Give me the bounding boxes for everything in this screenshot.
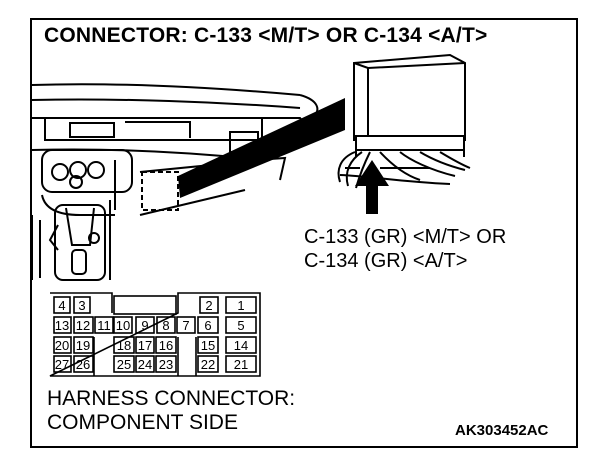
connector-pin-labels: 4 3 2 1 13 12 11 10 9 8 7 6 5 20 19 18 1… — [55, 298, 248, 372]
pin-cell — [155, 336, 177, 354]
pin-label: 23 — [159, 357, 173, 372]
dashboard-illustration — [31, 83, 319, 281]
pin-cell — [199, 296, 219, 314]
figure-code: AK303452AC — [455, 422, 549, 439]
pin-label: 3 — [78, 298, 85, 313]
caption-line1: HARNESS CONNECTOR: — [47, 387, 296, 410]
pin-cell — [225, 336, 257, 354]
connector-gap — [93, 337, 197, 376]
pin-label: 6 — [204, 318, 211, 333]
caption-line2: COMPONENT SIDE — [47, 411, 238, 434]
leader-wedge — [178, 98, 345, 198]
pin-cell — [197, 316, 219, 334]
ecu-component — [337, 53, 471, 189]
up-arrow-icon — [355, 160, 389, 214]
pin-label: 19 — [76, 338, 90, 353]
pin-cell — [135, 355, 155, 373]
pin-cell — [113, 316, 133, 334]
pin-label: 14 — [234, 338, 248, 353]
pin-cell — [53, 355, 72, 373]
pin-cell — [53, 336, 72, 354]
pin-cell — [73, 336, 94, 354]
pin-label: 15 — [201, 338, 215, 353]
pin-label: 27 — [55, 357, 69, 372]
pin-cell — [197, 355, 219, 373]
connector-lock-tab — [113, 295, 177, 315]
pin-label: 8 — [162, 318, 169, 333]
pin-label: 26 — [76, 357, 90, 372]
pin-label: 16 — [159, 338, 173, 353]
pin-label: 2 — [205, 298, 212, 313]
pin-cell — [135, 336, 155, 354]
pin-label: 5 — [237, 318, 244, 333]
pin-label: 9 — [141, 318, 148, 333]
pin-label: 17 — [138, 338, 152, 353]
pin-cell — [225, 296, 257, 314]
pin-label: 13 — [55, 318, 69, 333]
pin-label: 18 — [117, 338, 131, 353]
pin-label: 7 — [182, 318, 189, 333]
pin-cell — [156, 316, 176, 334]
pin-cell — [113, 355, 135, 373]
pin-label: 25 — [117, 357, 131, 372]
connector-pin-face — [49, 292, 261, 377]
pin-cell — [73, 296, 91, 314]
pin-cell — [53, 296, 71, 314]
pin-label: 20 — [55, 338, 69, 353]
pin-cell — [225, 316, 257, 334]
pin-cell — [197, 336, 219, 354]
pin-label: 4 — [58, 298, 65, 313]
pin-label: 11 — [97, 318, 111, 333]
connector-callout-line1: C-133 (GR) <M/T> OR — [304, 226, 507, 248]
pin-cell — [176, 316, 196, 334]
connector-housing — [49, 292, 261, 377]
pin-label: 21 — [234, 357, 248, 372]
diagram-title: CONNECTOR: C-133 <M/T> OR C-134 <A/T> — [44, 24, 488, 47]
pin-cell — [225, 355, 257, 373]
pin-label: 12 — [76, 318, 90, 333]
pin-cell — [94, 316, 114, 334]
pin-label: 24 — [138, 357, 152, 372]
pin-label: 1 — [237, 298, 244, 313]
connector-callout-line2: C-134 (GR) <A/T> — [304, 250, 468, 272]
pin-cell — [73, 316, 94, 334]
pin-cell — [155, 355, 177, 373]
pin-label: 22 — [201, 357, 215, 372]
pin-cell — [53, 316, 72, 334]
pin-label: 10 — [116, 318, 130, 333]
